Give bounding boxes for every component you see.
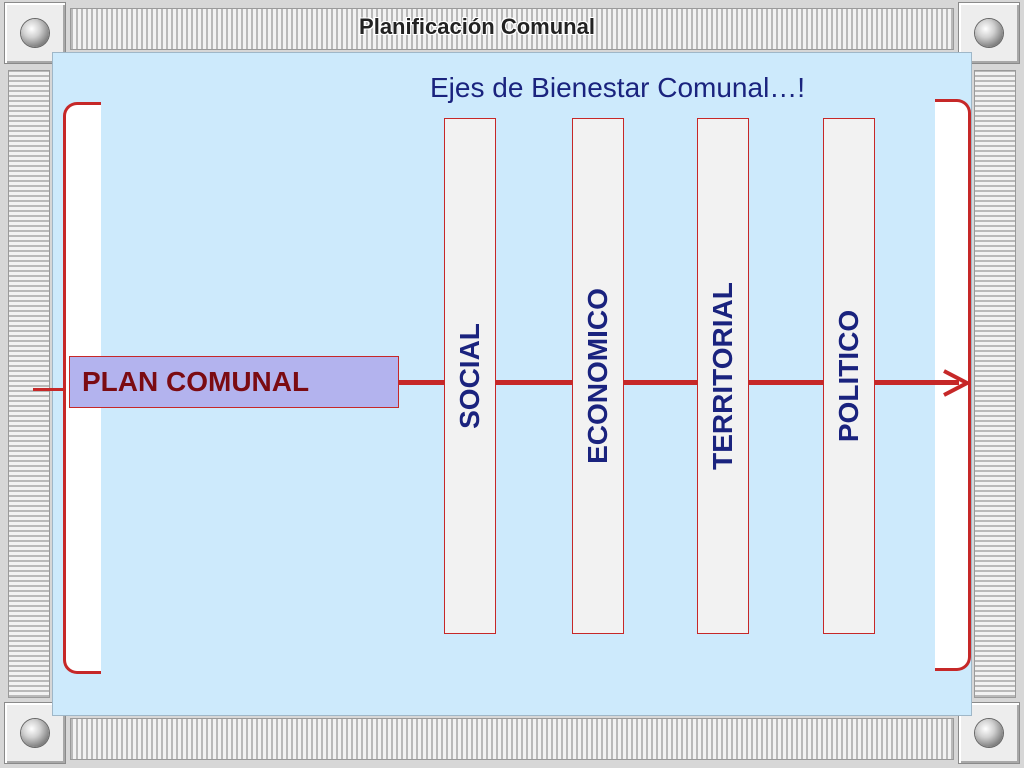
arrow-head-icon xyxy=(943,369,970,397)
frame-corner-top-left xyxy=(4,2,66,64)
axis-pillar-label: POLITICO xyxy=(833,309,864,443)
axis-pillar-label: SOCIAL xyxy=(454,323,485,429)
axis-pillar-economico: ECONOMICO xyxy=(572,118,624,634)
rivet-icon xyxy=(21,19,49,47)
frame-left-bar xyxy=(8,70,50,698)
axis-pillar-label: TERRITORIAL xyxy=(707,282,738,470)
frame-top-bar xyxy=(70,8,954,50)
page-title: Planificación Comunal xyxy=(359,14,595,39)
plan-axis-line xyxy=(399,380,959,385)
rivet-icon xyxy=(975,719,1003,747)
axis-pillar-social: SOCIAL xyxy=(444,118,496,634)
plan-comunal-box: PLAN COMUNAL xyxy=(69,356,399,408)
axis-pillar-territorial: TERRITORIAL xyxy=(697,118,749,634)
rivet-icon xyxy=(975,19,1003,47)
slide-subtitle: Ejes de Bienestar Comunal…! xyxy=(430,72,806,103)
axis-pillar-label: ECONOMICO xyxy=(582,288,613,464)
frame-bottom-bar xyxy=(70,718,954,760)
rivet-icon xyxy=(21,719,49,747)
plan-comunal-label: PLAN COMUNAL xyxy=(82,366,310,397)
frame-right-bar xyxy=(974,70,1016,698)
axis-pillar-politico: POLITICO xyxy=(823,118,875,634)
